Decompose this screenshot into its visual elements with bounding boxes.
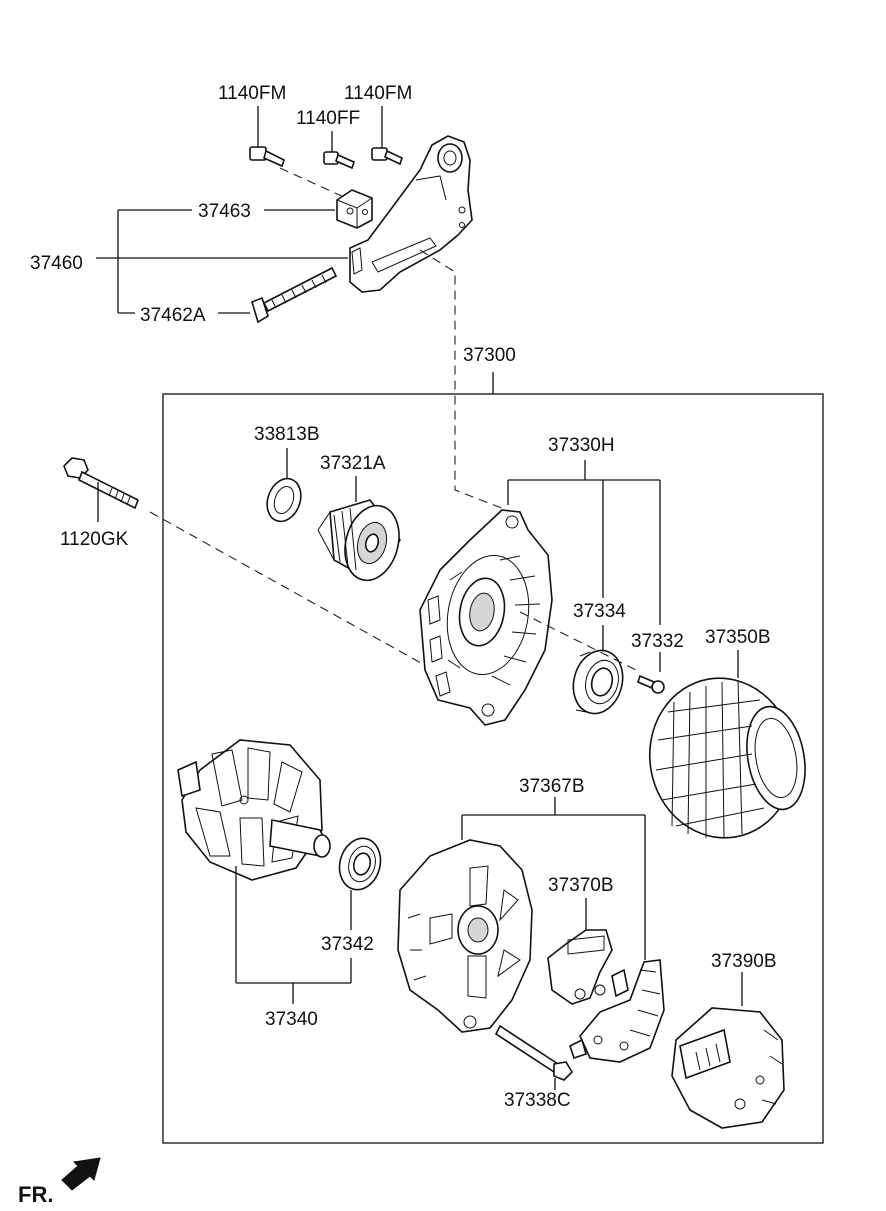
label-fr: FR. [18, 1182, 53, 1207]
label-37462a: 37462A [140, 305, 206, 326]
label-1140ff: 1140FF [296, 108, 360, 129]
label-33813b: 33813B [254, 424, 320, 445]
nut-block-37463 [336, 189, 373, 229]
label-37334: 37334 [573, 601, 626, 622]
label-37300: 37300 [463, 345, 516, 366]
bearing-37342 [338, 837, 382, 891]
label-37350b: 37350B [705, 627, 771, 648]
bearing-37334 [572, 649, 624, 715]
stator-37350b [648, 677, 806, 839]
bolt-1140fm-right [371, 147, 403, 166]
bolt-37338c [494, 1024, 574, 1081]
rear-housing-37367b [397, 839, 533, 1033]
bolt-1140fm-left [249, 146, 285, 168]
label-37338c: 37338C [504, 1090, 571, 1111]
front-direction-arrow-icon [61, 1157, 101, 1191]
long-bolt-37462a [251, 266, 338, 324]
rectifier [569, 959, 665, 1063]
regulator-37370b [547, 929, 629, 1005]
washer-33813b [266, 477, 302, 523]
label-37342: 37342 [321, 934, 374, 955]
label-1120gk: 1120GK [60, 529, 129, 550]
screw-37332 [637, 674, 665, 694]
dash-bolts-to-bracket [279, 167, 347, 199]
leaders-37330h [507, 460, 661, 672]
label-37367b: 37367B [519, 776, 585, 797]
label-37463: 37463 [198, 201, 251, 222]
bracket-37460 [349, 135, 473, 293]
rear-cover-37390b [671, 1007, 785, 1129]
bolt-1120gk [63, 457, 140, 522]
rotor-37340 [177, 739, 331, 881]
dash-bearing-axis [519, 611, 641, 673]
label-37332: 37332 [631, 631, 684, 652]
front-housing-37330h [419, 509, 553, 726]
label-37390b: 37390B [711, 951, 777, 972]
dash-1120gk-to-housing [149, 511, 431, 669]
leaders-37367b [461, 797, 646, 960]
label-37340: 37340 [265, 1009, 318, 1030]
bracket-leaders [96, 106, 383, 314]
label-37321a: 37321A [320, 453, 386, 474]
label-1140fm-left: 1140FM [218, 83, 286, 104]
pulley-37321a [317, 499, 401, 582]
label-1140fm-right: 1140FM [344, 83, 412, 104]
leaders-37340 [235, 866, 352, 1004]
label-37370b: 37370B [548, 875, 614, 896]
label-37330h: 37330H [548, 435, 615, 456]
dash-bracket-to-housing [419, 249, 513, 513]
label-37460: 37460 [30, 253, 83, 274]
bolt-1140ff [323, 151, 355, 170]
